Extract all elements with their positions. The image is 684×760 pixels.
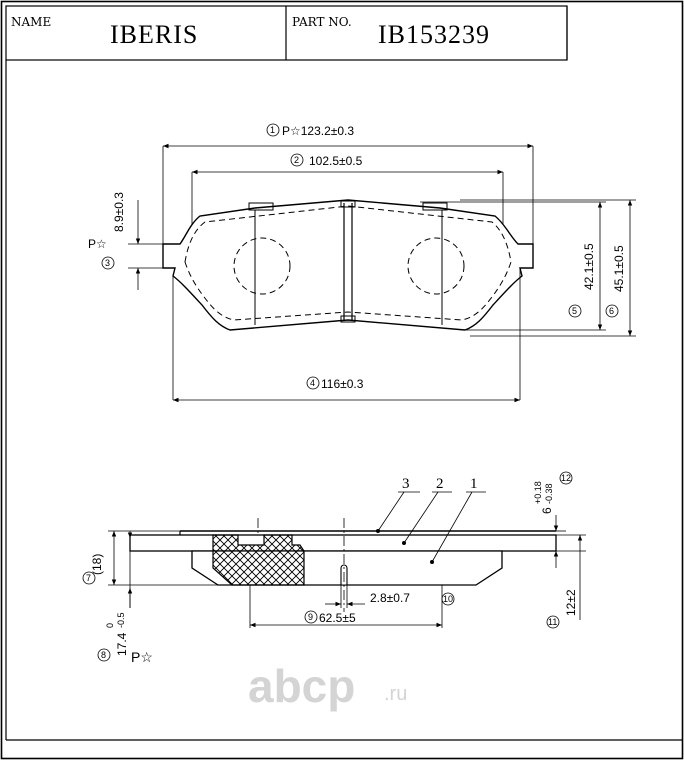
hatched-insert <box>212 534 305 586</box>
side-view-dimensions <box>108 491 586 628</box>
layer3-label: 3 <box>402 476 410 492</box>
dim3-p-mark: P☆ <box>88 237 107 251</box>
friction-material-outline <box>184 205 512 321</box>
dim6-text: 45.1±0.5 <box>612 245 626 292</box>
dim2-circle: 2 <box>294 155 299 165</box>
dim8-p-mark: P☆ <box>131 649 153 665</box>
pad-side-view <box>129 530 557 586</box>
dim9-text: 62.5±5 <box>319 611 356 625</box>
name-value: IBERIS <box>110 20 198 49</box>
dim1-text: P☆123.2±0.3 <box>282 124 354 138</box>
dim2-text: 102.5±0.5 <box>309 154 363 168</box>
dim7-text: (18) <box>90 554 104 575</box>
dim4-text: 116±0.3 <box>321 377 364 391</box>
dim8-circle: 8 <box>101 650 106 660</box>
part-value: IB153239 <box>378 20 490 49</box>
dim3-circle: 3 <box>105 258 110 268</box>
dim3-text: 8.9±0.3 <box>112 192 126 232</box>
dim10-text: 2.8±0.7 <box>370 591 410 605</box>
dim8-text: 17.4 <box>115 632 129 656</box>
dim12-tol-lower: -0.38 <box>544 483 554 504</box>
name-label: NAME <box>11 15 51 29</box>
dim4-circle: 4 <box>310 378 315 388</box>
dim9-circle: 9 <box>308 612 313 622</box>
pad-top-view <box>162 199 534 331</box>
watermark-brand: abcp <box>248 660 355 712</box>
dim5-text: 42.1±0.5 <box>582 243 596 290</box>
dim11-text: 12±2 <box>564 589 578 616</box>
watermark-logo: abcp .ru <box>248 660 407 712</box>
part-label: PART NO. <box>292 15 352 29</box>
layer2-label: 2 <box>436 476 444 492</box>
dim12-tol-upper: +0.18 <box>533 481 543 504</box>
top-view-labels: 1 P☆123.2±0.3 2 102.5±0.5 4 116±0.3 8.9±… <box>88 123 626 391</box>
dim5-circle: 5 <box>572 306 577 316</box>
dim8-tol-upper: 0 <box>105 623 115 628</box>
piston-circle-left <box>233 237 291 295</box>
backing-plate-section <box>129 534 557 552</box>
dim11-circle: 11 <box>548 617 557 627</box>
dim8-tol-lower: -0.5 <box>116 612 126 628</box>
dim1-circle: 1 <box>270 125 275 135</box>
dim10-circle: 10 <box>443 594 453 604</box>
backing-plate-outline <box>162 199 534 331</box>
dim6-circle: 6 <box>609 306 614 316</box>
dim12-text: 6 <box>540 507 554 514</box>
side-view-labels: 3 2 1 (18) 7 17.4 0 -0.5 8 P☆ 9 62.5±5 2… <box>82 471 578 665</box>
piston-circle-right <box>407 237 465 295</box>
layer1-label: 1 <box>470 476 478 492</box>
top-view-dimensions <box>128 143 636 403</box>
dim7-circle: 7 <box>86 573 91 583</box>
watermark-tld: .ru <box>384 683 407 705</box>
dim12-circle: 12 <box>561 473 571 483</box>
